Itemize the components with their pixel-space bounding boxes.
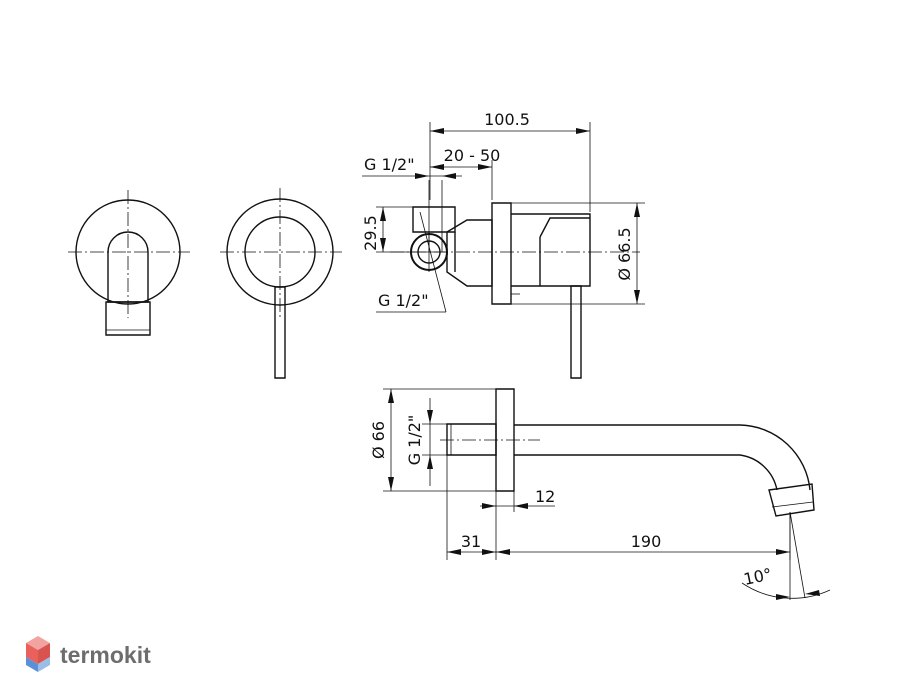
- dim-wall-range: 20 - 50: [444, 146, 501, 165]
- dim-spout-plate-diameter: Ø 66: [369, 421, 388, 459]
- dimension-labels: 100.5 20 - 50 G 1/2" 29.5 G 1/2" Ø 66.5 …: [361, 110, 774, 589]
- dim-spout-thread: G 1/2": [405, 415, 424, 466]
- mixer-front-view: [220, 188, 342, 379]
- spout-view-dimensions: [383, 388, 831, 600]
- dim-plate-thickness: 12: [535, 487, 555, 506]
- dim-inlet-offset: 29.5: [361, 215, 380, 251]
- spout-front-view: [68, 190, 190, 336]
- mixer-side-view: [390, 180, 640, 379]
- dim-overall-depth: 100.5: [484, 110, 530, 129]
- dim-spout-angle: 10°: [742, 564, 774, 588]
- dim-spout-length: 190: [631, 532, 662, 551]
- side-view-dimensions: [362, 122, 645, 313]
- dim-thread-top: G 1/2": [364, 155, 415, 174]
- termokit-logo: termokit: [26, 636, 151, 672]
- dim-thread-bottom: G 1/2": [378, 291, 429, 310]
- spout-side-view: [440, 388, 815, 517]
- dim-body-depth: 31: [461, 532, 481, 551]
- logo-text: termokit: [60, 642, 151, 668]
- dim-plate-diameter: Ø 66.5: [615, 227, 634, 280]
- cube-icon: [26, 636, 50, 672]
